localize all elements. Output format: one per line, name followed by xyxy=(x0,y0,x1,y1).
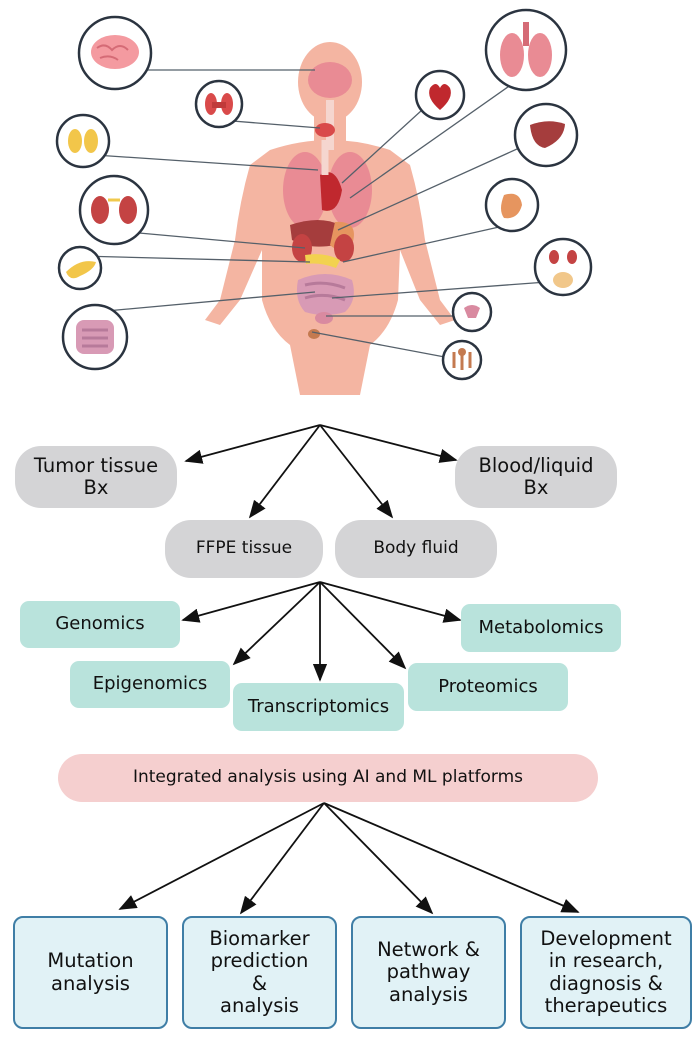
liver-icon xyxy=(530,121,565,148)
kidney-icon xyxy=(91,196,137,224)
adrenal-icon xyxy=(68,129,98,153)
stomach-icon xyxy=(501,193,522,219)
arrow-to-proteomics xyxy=(319,581,407,670)
arrow-to-blood-liquid xyxy=(319,424,458,463)
internal-organs xyxy=(283,62,372,339)
development-node: Development in research, diagnosis & the… xyxy=(520,916,692,1029)
heart-icon xyxy=(429,84,451,110)
network-pathway-node: Network & pathway analysis xyxy=(351,916,506,1029)
body-fluid-node: Body fluid xyxy=(335,520,497,578)
proteomics-node: Proteomics xyxy=(408,663,568,711)
brain-icon xyxy=(91,35,139,69)
epigenomics-node: Epigenomics xyxy=(70,661,230,708)
lungs-icon xyxy=(500,22,552,77)
uterus-icon xyxy=(464,305,480,318)
intestine-icon xyxy=(76,320,114,354)
mutation-analysis-node: Mutation analysis xyxy=(13,916,168,1029)
tumor-tissue-node: Tumor tissue Bx xyxy=(15,446,177,508)
anatomy-illustration xyxy=(55,8,593,395)
arrow-to-biomarker xyxy=(239,802,325,915)
arrow-to-mutation xyxy=(118,802,325,910)
arrow-to-development xyxy=(323,802,580,913)
arrow-to-tumor-tissue xyxy=(184,424,321,464)
arrow-to-network xyxy=(323,802,434,915)
prostate-icon xyxy=(452,348,472,370)
arrow-to-epigenomics xyxy=(232,581,321,666)
arrow-to-ffpe xyxy=(248,424,321,519)
arrow-to-metabolomics xyxy=(319,581,462,623)
arrow-to-body-fluid xyxy=(319,424,394,519)
biomarker-prediction-node: Biomarker prediction & analysis xyxy=(182,916,337,1029)
pancreas-icon xyxy=(66,261,96,279)
integrated-analysis-node: Integrated analysis using AI and ML plat… xyxy=(58,754,598,802)
bladder-icon xyxy=(549,250,577,288)
genomics-node: Genomics xyxy=(20,601,180,648)
metabolomics-node: Metabolomics xyxy=(461,604,621,652)
blood-liquid-node: Blood/liquid Bx xyxy=(455,446,617,508)
arrow-to-genomics xyxy=(181,581,321,623)
organ-connector-lines xyxy=(79,69,548,359)
transcriptomics-node: Transcriptomics xyxy=(233,683,404,731)
thyroid-icon xyxy=(205,93,233,115)
ffpe-tissue-node: FFPE tissue xyxy=(165,520,323,578)
